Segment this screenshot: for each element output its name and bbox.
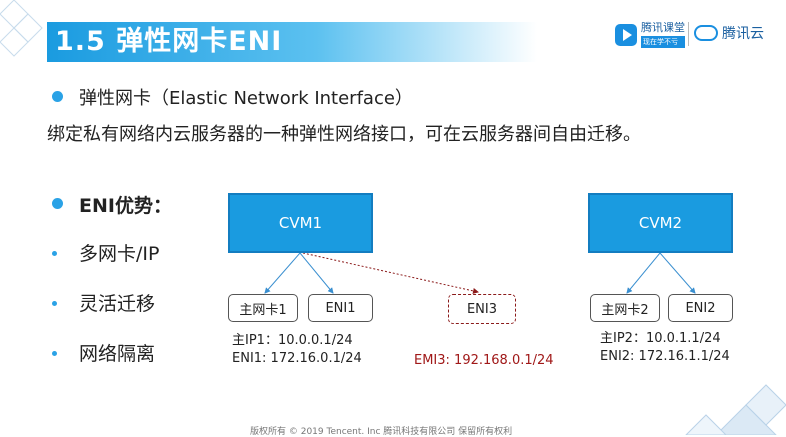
title-banner <box>47 22 537 62</box>
cvm2-ip-line1: 主IP2：10.0.1.1/24 <box>600 331 721 346</box>
cvm1-primary-nic: 主网卡1 <box>228 294 298 322</box>
advantage-dot-3 <box>52 351 57 356</box>
cvm1-to-eni1-connector <box>299 252 334 294</box>
advantage-item-migration: 灵活迁移 <box>79 293 156 315</box>
advantages-bullet-dot <box>52 198 63 209</box>
cvm1-ip-line2: ENI1: 172.16.0.1/24 <box>232 351 362 366</box>
page-title: 1.5 弹性网卡ENI <box>55 26 283 57</box>
copyright-footer: 版权所有 © 2019 Tencent. Inc 腾讯科技有限公司 保留所有权利 <box>250 427 513 437</box>
cvm1-box: CVM1 <box>228 193 373 253</box>
advantages-heading: ENI优势： <box>79 195 172 217</box>
cvm1-eni1: ENI1 <box>308 294 373 322</box>
tencent-cloud-logo: 腾讯云 <box>694 23 764 43</box>
cloud-icon <box>694 25 718 41</box>
cvm2-eni2: ENI2 <box>668 294 733 322</box>
tencent-classroom-slogan: 现在学不亏 <box>641 36 685 48</box>
cvm1-ip-line1: 主IP1：10.0.0.1/24 <box>232 333 353 348</box>
advantage-dot-1 <box>52 251 57 256</box>
corner-pattern-bottom-right <box>685 384 786 435</box>
play-icon <box>615 24 637 46</box>
cvm2-ip-line2: ENI2: 172.16.1.1/24 <box>600 349 730 364</box>
intro-bullet-dot <box>52 91 63 102</box>
advantage-item-multi-nic: 多网卡/IP <box>79 243 160 265</box>
tencent-classroom-label: 腾讯课堂 <box>641 21 685 34</box>
cvm1-to-primary-nic-connector <box>264 252 301 294</box>
eni3-ip: EMI3: 192.168.0.1/24 <box>414 353 554 368</box>
advantage-dot-2 <box>52 301 57 306</box>
tencent-cloud-label: 腾讯云 <box>722 26 764 42</box>
cvm2-primary-nic: 主网卡2 <box>590 294 660 322</box>
cvm2-box: CVM2 <box>588 193 733 253</box>
advantage-item-isolation: 网络隔离 <box>79 343 156 365</box>
cvm2-to-primary-nic-connector <box>626 252 661 294</box>
corner-pattern-top-left <box>0 0 43 57</box>
logo-divider <box>688 22 689 46</box>
tencent-classroom-logo: 腾讯课堂 现在学不亏 <box>615 22 685 48</box>
cvm1-to-eni3-connector <box>302 252 479 294</box>
cvm2-to-eni2-connector <box>659 252 696 294</box>
intro-bullet-text: 弹性网卡（Elastic Network Interface） <box>79 88 413 109</box>
eni3-box: ENI3 <box>448 294 516 324</box>
intro-description: 绑定私有网络内云服务器的一种弹性网络接口，可在云服务器间自由迁移。 <box>47 124 641 145</box>
